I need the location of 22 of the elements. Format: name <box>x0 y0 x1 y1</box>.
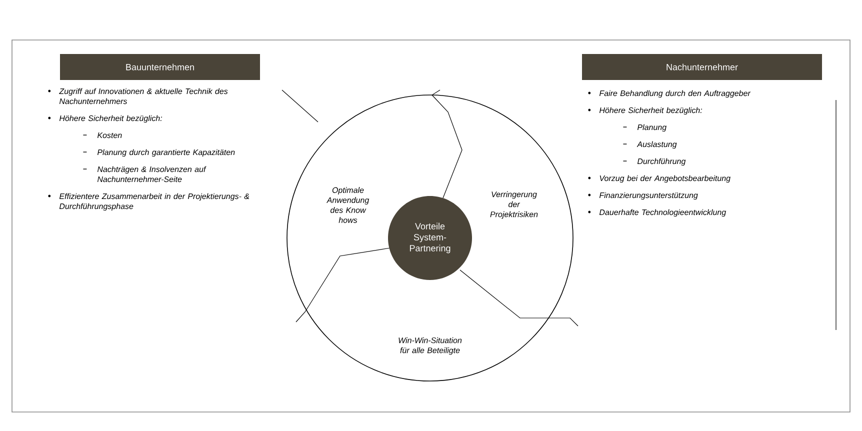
bullet-list: Faire Behandlung durch den Auftraggeber Höhere Sicherheit bezüglich: Planung Auslastung Durchführung Vorzug bei der Angebotsbearbeitung Finanzierungsunterstützung Dauerhafte Technologieentwicklung <box>588 90 751 217</box>
node-label: Planung durch garantierte Kapazitäten <box>97 149 235 157</box>
node-label: Höhere Sicherheit bezüglich: <box>599 107 702 115</box>
segment-label: Win-Win-Situation für alle Beteiligte <box>398 337 462 355</box>
node-label: Finanzierungsunterstützung <box>599 192 698 200</box>
segment-label: Verringerung der Projektrisiken <box>490 191 538 219</box>
bullet-list: Zugriff auf Innovationen & aktuelle Technik des Nachunternehmers Höhere Sicherheit bezüglich: Kosten Planung durch garantierte Kapazitäten Nachträgen & Insolvenzen auf Nachunternehmer-Seite Effizientere Zusammenarbeit in der Projektierungs- & Durchführungsphase <box>48 88 250 211</box>
node-label: Höhere Sicherheit bezüglich: <box>59 115 162 123</box>
segment-label: Optimale Anwendung des Know hows <box>326 187 370 223</box>
node-label: Vorzug bei der Angebotsbearbeitung <box>600 175 730 183</box>
node-label: Faire Behandlung durch den Auftraggeber <box>599 90 751 98</box>
node-label: Dauerhafte Technologieentwicklung <box>599 209 726 217</box>
heading-band: Bauunternehmen <box>60 54 260 80</box>
ring-circle <box>286 94 574 382</box>
node-label: Zugriff auf Innovationen & aktuelle Technik des Nachunternehmers <box>59 88 228 104</box>
node-label: Nachträgen & Insolvenzen auf Nachunternehmer-Seite <box>97 166 206 182</box>
heading-band: Nachunternehmer <box>582 54 822 80</box>
node-label: Kosten <box>97 132 122 138</box>
node-label: Auslastung <box>636 141 677 149</box>
node-label: Planung <box>637 124 666 132</box>
node-label: Effizientere Zusammenarbeit in der Projektierungs- & Durchführungsphase <box>59 193 250 211</box>
node-label: Durchführung <box>637 158 686 166</box>
